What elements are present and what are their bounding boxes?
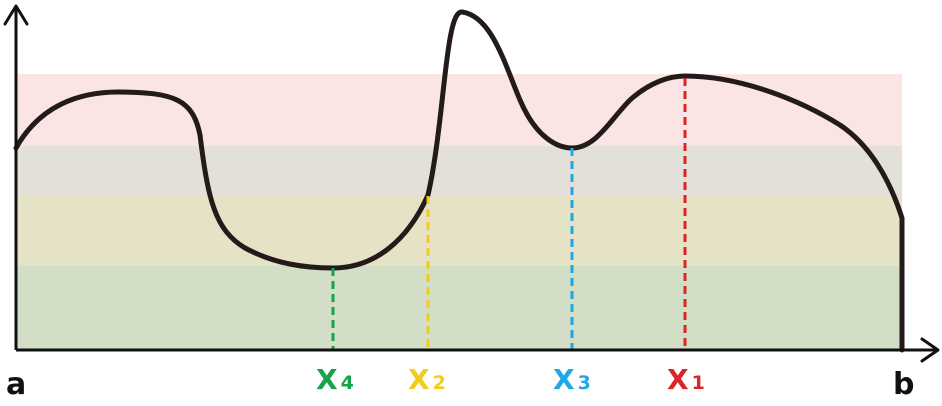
y-axis-arrow bbox=[3, 4, 29, 26]
label-x1-main: X bbox=[667, 363, 689, 396]
function-curve bbox=[13, 9, 905, 353]
label-x1-sub: 1 bbox=[691, 372, 705, 394]
x-axis-arrow bbox=[920, 337, 940, 363]
label-x4-main: X bbox=[316, 363, 338, 396]
label-x2-sub: 2 bbox=[432, 372, 446, 394]
label-x3-sub: 3 bbox=[577, 372, 591, 394]
label-x2-main: X bbox=[408, 363, 430, 396]
band-grey bbox=[16, 146, 902, 196]
label-b: b bbox=[893, 367, 915, 402]
band-tan bbox=[16, 196, 902, 266]
label-a: a bbox=[6, 367, 27, 402]
band-green bbox=[16, 266, 902, 350]
label-x3-main: X bbox=[553, 363, 575, 396]
band-red bbox=[16, 74, 902, 146]
label-x4-sub: 4 bbox=[340, 372, 354, 394]
